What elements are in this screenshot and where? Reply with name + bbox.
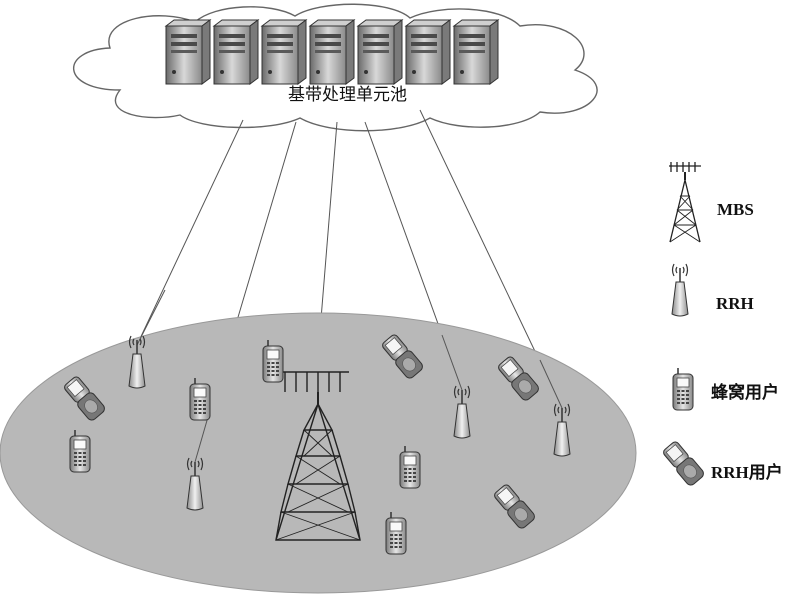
server-icon xyxy=(357,19,403,85)
server-icon xyxy=(213,19,259,85)
cell-phone-icon xyxy=(189,377,211,421)
legend-label-mbs: MBS xyxy=(717,200,754,219)
server-icon xyxy=(405,19,451,85)
server-icon xyxy=(261,19,307,85)
cell-phone-icon xyxy=(262,339,284,383)
cell-phone-icon xyxy=(69,429,91,473)
legend-label-cell-user: 蜂窝用户 xyxy=(711,383,779,402)
antenna-icon xyxy=(671,263,689,317)
legend-label-rrh: RRH xyxy=(716,294,754,313)
pool-label: 基带处理单元池 xyxy=(288,85,407,105)
server-icon xyxy=(165,19,211,85)
link-line xyxy=(136,119,244,346)
tower-icon xyxy=(669,162,701,243)
server-icon xyxy=(453,19,499,85)
cell-phone-icon xyxy=(399,445,421,489)
cell-phone-icon xyxy=(385,511,407,555)
server-icon xyxy=(309,19,355,85)
macro-base-station xyxy=(275,371,361,541)
flip-phone-icon xyxy=(660,439,706,488)
cell-phone-icon xyxy=(672,367,694,411)
coverage-area xyxy=(0,312,637,594)
legend xyxy=(660,162,706,488)
baseband-server-pool xyxy=(165,19,499,85)
legend-label-rrh-user: RRH用户 xyxy=(711,463,783,482)
